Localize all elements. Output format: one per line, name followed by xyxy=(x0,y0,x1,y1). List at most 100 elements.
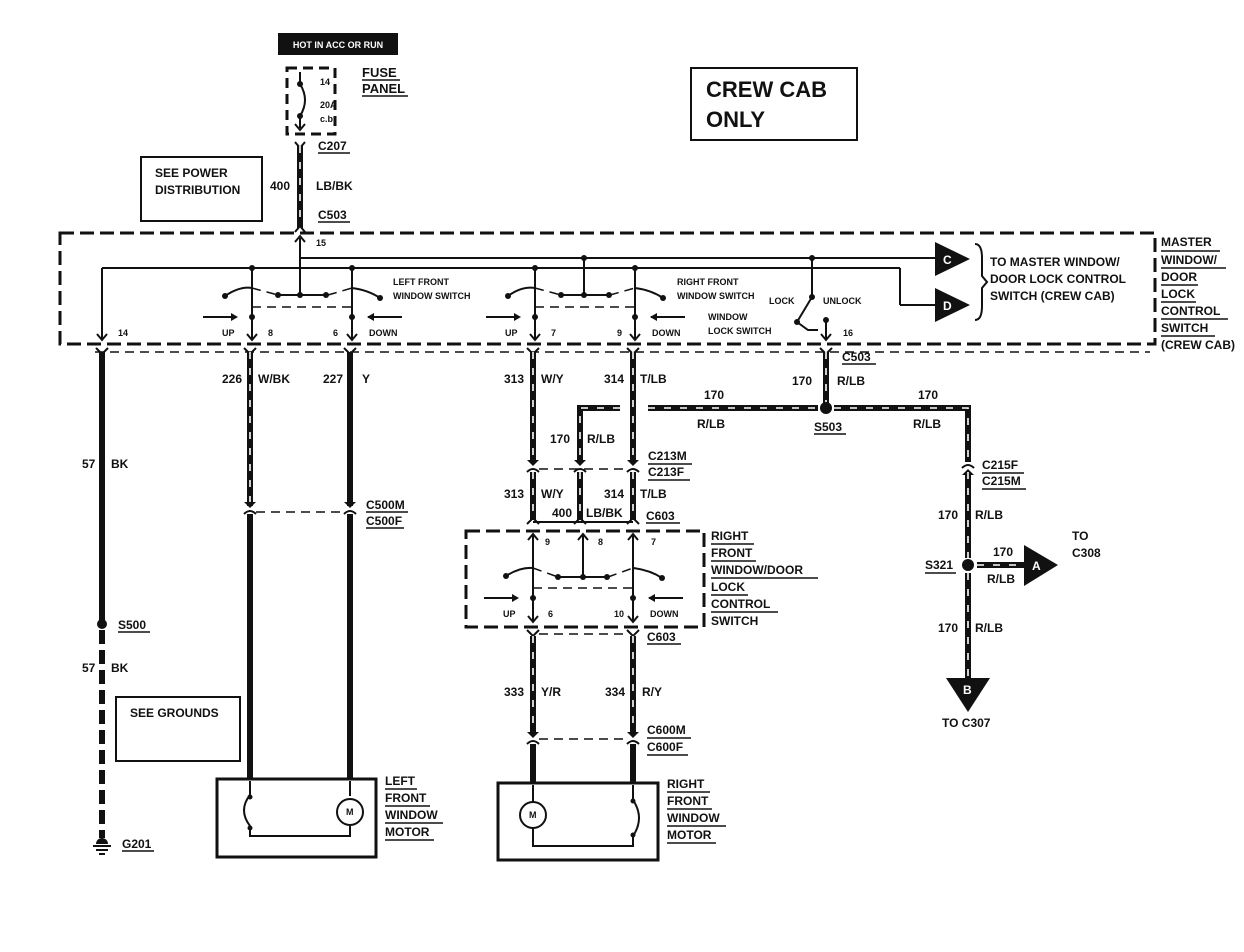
wire-314-mid-color: T/LB xyxy=(640,487,667,501)
wire-333: 333 Y/R xyxy=(504,636,561,784)
wire-227-circuit: 227 xyxy=(323,372,343,386)
wire-313-mid-color: W/Y xyxy=(541,487,564,501)
unlock-label: UNLOCK xyxy=(823,296,862,306)
rf-label-1: RIGHT xyxy=(711,529,749,543)
brace-icon xyxy=(974,243,989,321)
connector-c503-top: C503 xyxy=(318,208,347,222)
right-motor-symbol: M xyxy=(529,810,537,820)
rf-down-label: DOWN xyxy=(650,609,679,619)
left-front-window-switch: UP 8 6 DOWN LEFT FRONT WINDOW SWITCH xyxy=(203,265,470,342)
master-label-6: SWITCH xyxy=(1161,321,1208,335)
right-front-window-switch: UP 7 9 DOWN RIGHT FRONT WINDOW SWITCH xyxy=(486,255,754,342)
connector-c503-right: C503 xyxy=(842,350,871,364)
see-power-label-1: SEE POWER xyxy=(155,166,228,180)
wire-57-color-bottom: BK xyxy=(111,661,129,675)
right-motor-label-2: FRONT xyxy=(667,794,709,808)
wire-170-left-circuit: 170 xyxy=(704,388,724,402)
wire-170-right-horizontal: 170 R/LB xyxy=(834,388,971,462)
left-motor-label-4: MOTOR xyxy=(385,825,430,839)
wire-400-circuit: 400 xyxy=(270,179,290,193)
wire-170-down2-circuit: 170 xyxy=(938,621,958,635)
wire-313-color: W/Y xyxy=(541,372,564,386)
master-label-5: CONTROL xyxy=(1161,304,1220,318)
splice-s503 xyxy=(820,402,832,414)
hot-in-acc-or-run-banner: HOT IN ACC OR RUN xyxy=(278,33,398,55)
hot-label: HOT IN ACC OR RUN xyxy=(293,40,383,50)
wires-c213-to-c603: 313 W/Y 314 T/LB 400 LB/BK C603 xyxy=(504,472,680,525)
to-master-label-1: TO MASTER WINDOW/ xyxy=(990,255,1120,269)
splice-s321-label: S321 xyxy=(925,558,953,572)
wire-334-circuit: 334 xyxy=(605,685,625,699)
splice-s500-label: S500 xyxy=(118,618,146,632)
rf-label-4: LOCK xyxy=(711,580,745,594)
wire-333-circuit: 333 xyxy=(504,685,524,699)
splice-s321 xyxy=(962,559,974,571)
fuse-panel-label-1: FUSE xyxy=(362,65,397,80)
crew-cab-label-1: CREW CAB xyxy=(706,77,827,102)
pin-9: 9 xyxy=(617,328,622,338)
pin-14: 14 xyxy=(118,328,128,338)
to-c307-label: TO C307 xyxy=(942,716,991,730)
rf-pin-10: 10 xyxy=(614,609,624,619)
wire-170-c503: C503 170 R/LB xyxy=(792,347,876,404)
wire-170-a-color: R/LB xyxy=(987,572,1015,586)
wire-170-c215-to-s321: C215F C215M 170 R/LB xyxy=(938,458,1026,558)
pin-7: 7 xyxy=(551,328,556,338)
rf-pin-7: 7 xyxy=(651,537,656,547)
window-lock-switch: LOCK UNLOCK WINDOW LOCK SWITCH 16 xyxy=(708,255,862,342)
rf-label-2: FRONT xyxy=(711,546,753,560)
left-motor-label-3: WINDOW xyxy=(385,808,438,822)
pin-15: 15 xyxy=(316,238,326,248)
connector-c207: C207 xyxy=(318,139,347,153)
wire-170-to-c308: 170 R/LB xyxy=(977,545,1026,586)
wire-314-circuit: 314 xyxy=(604,372,624,386)
right-switch-label-1: RIGHT FRONT xyxy=(677,277,739,287)
wire-170-left-horizontal: 170 R/LB xyxy=(648,388,818,431)
crew-cab-only-box: CREW CAB ONLY xyxy=(690,67,858,141)
lock-switch-label-2: LOCK SWITCH xyxy=(708,326,772,336)
connector-c213f: C213F xyxy=(648,465,684,479)
rf-pin-9: 9 xyxy=(545,537,550,547)
see-power-distribution-box[interactable]: SEE POWER DISTRIBUTION xyxy=(140,156,263,222)
rf-label-5: CONTROL xyxy=(711,597,770,611)
see-power-label-2: DISTRIBUTION xyxy=(155,183,240,197)
connector-c215f: C215F xyxy=(982,458,1018,472)
left-switch-label-1: LEFT FRONT xyxy=(393,277,449,287)
rf-switch-name: RIGHT FRONT WINDOW/DOOR LOCK CONTROL SWI… xyxy=(711,529,818,628)
wire-227: 227 Y xyxy=(323,347,370,780)
flag-b[interactable]: B xyxy=(946,678,990,712)
wire-227-color: Y xyxy=(362,372,370,386)
right-switch-label-2: WINDOW SWITCH xyxy=(677,291,754,301)
right-front-window-motor: M RIGHT FRONT WINDOW MOTOR xyxy=(496,777,726,862)
wire-226-color: W/BK xyxy=(258,372,290,386)
flag-a[interactable]: A xyxy=(1024,545,1058,586)
pin-16: 16 xyxy=(843,328,853,338)
left-front-window-motor: M LEFT FRONT WINDOW MOTOR xyxy=(215,774,443,859)
flag-b-label: B xyxy=(963,683,972,697)
ground-g201-label: G201 xyxy=(122,837,152,851)
wire-170-down2-color: R/LB xyxy=(975,621,1003,635)
wire-226-circuit: 226 xyxy=(222,372,242,386)
to-c308-label-2: C308 xyxy=(1072,546,1101,560)
wire-334-color: R/Y xyxy=(642,685,662,699)
wire-313-circuit: 313 xyxy=(504,372,524,386)
connector-c500f: C500F xyxy=(366,514,402,528)
wire-333-color: Y/R xyxy=(541,685,561,699)
see-grounds-box[interactable]: SEE GROUNDS xyxy=(115,696,241,762)
wire-170-c503-color: R/LB xyxy=(837,374,865,388)
fuse-rating: 20A xyxy=(320,100,337,110)
right-motor-label-1: RIGHT xyxy=(667,777,705,791)
wire-400-color: LB/BK xyxy=(316,179,353,193)
wire-313-mid-circuit: 313 xyxy=(504,487,524,501)
right-motor-label-3: WINDOW xyxy=(667,811,720,825)
wire-57-color-top: BK xyxy=(111,457,129,471)
wire-170-vert-circuit: 170 xyxy=(550,432,570,446)
flag-c[interactable]: C xyxy=(935,242,970,276)
wire-57-circuit-bottom: 57 xyxy=(82,661,96,675)
flag-d[interactable]: D xyxy=(935,288,970,322)
wire-170-right-color: R/LB xyxy=(913,417,941,431)
flag-d-label: D xyxy=(943,299,952,313)
left-down-label: DOWN xyxy=(369,328,398,338)
wire-314-top: 314 T/LB xyxy=(604,347,667,466)
